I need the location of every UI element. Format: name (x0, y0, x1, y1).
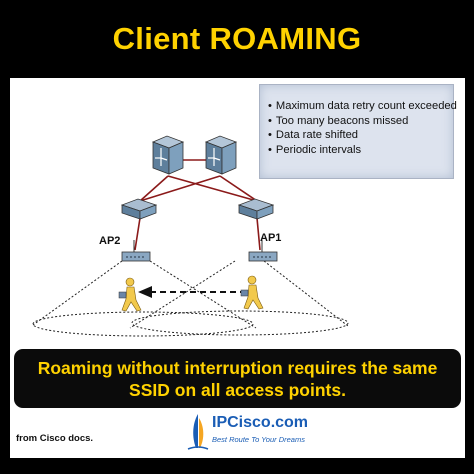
ap2-label: AP2 (99, 235, 120, 247)
ap1-label: AP1 (260, 232, 281, 244)
title-bar: Client ROAMING (0, 0, 474, 78)
mobile-user-icon (240, 275, 264, 310)
switch-icon (237, 198, 275, 220)
coverage-cone-ap1 (129, 260, 349, 336)
network-links (134, 159, 261, 251)
condition-item: Periodic intervals (268, 143, 453, 158)
mobile-user-icon (118, 277, 142, 312)
caption-text: Roaming without interruption requires th… (37, 357, 438, 400)
ipcisco-logo: IPCisco.com Best Route To Your Dreams (186, 412, 316, 454)
roaming-conditions-box: Maximum data retry count exceeded Too ma… (259, 84, 457, 179)
caption-banner: Roaming without interruption requires th… (14, 349, 461, 408)
sail-logo-icon (187, 414, 209, 450)
content-panel: AP2 AP1 Maximum data retry count excee (10, 78, 465, 458)
page-title: Client ROAMING (112, 21, 362, 56)
link-access2-ap2 (134, 217, 141, 251)
link-core1-access1 (167, 175, 258, 202)
access-point-icon (248, 240, 278, 262)
condition-item: Data rate shifted (268, 128, 453, 143)
logo-name: IPCisco.com (212, 414, 309, 431)
source-note: from Cisco docs. (16, 433, 94, 444)
roam-arrow-icon (138, 286, 246, 298)
roaming-diagram: AP2 AP1 (32, 135, 349, 337)
link-core2-access2 (139, 175, 221, 202)
access-point-icon (121, 240, 151, 262)
condition-item: Maximum data retry count exceeded (268, 99, 457, 114)
multilayer-switch-icon (151, 135, 185, 175)
link-core1-access2 (139, 175, 169, 202)
multilayer-switch-icon (204, 135, 238, 175)
coverage-cone-ap2 (32, 260, 257, 337)
link-access1-ap1 (256, 217, 261, 251)
switch-icon (120, 198, 158, 220)
logo-tagline: Best Route To Your Dreams (212, 435, 305, 444)
link-core2-access1 (219, 175, 258, 202)
condition-item: Too many beacons missed (268, 114, 453, 129)
